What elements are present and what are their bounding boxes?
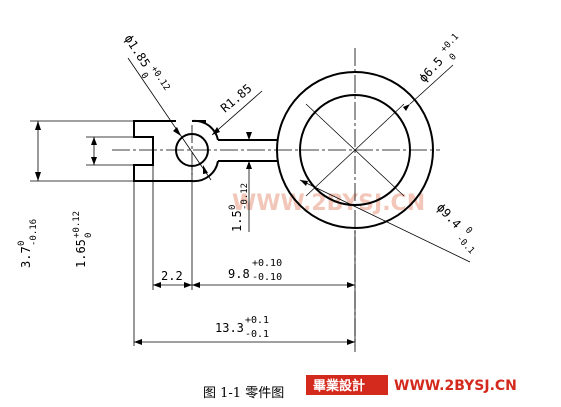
svg-text:-0.1: -0.1 <box>245 329 269 340</box>
svg-text:1.65: 1.65 <box>74 239 88 268</box>
svg-text:0: 0 <box>463 225 474 236</box>
svg-text:3.7: 3.7 <box>19 246 33 268</box>
svg-text:0: 0 <box>17 241 27 246</box>
dim-phi185: ϕ1.85 +0.12 0 <box>121 32 171 93</box>
svg-text:-0.12: -0.12 <box>240 183 250 210</box>
svg-text:0: 0 <box>84 233 94 238</box>
watermark-badge: 畢業設計 <box>306 375 388 395</box>
dim-3-7: 3.7 0 -0.16 <box>17 219 39 268</box>
svg-text:-0.1: -0.1 <box>454 234 476 257</box>
svg-text:-0.10: -0.10 <box>252 272 282 283</box>
svg-text:+0.10: +0.10 <box>252 258 282 269</box>
dim-13-3: 13.3 +0.1 -0.1 <box>215 315 269 340</box>
svg-text:+0.1: +0.1 <box>439 32 461 55</box>
svg-text:+0.12: +0.12 <box>148 64 171 92</box>
ring-diagonals <box>305 103 405 197</box>
dim-1-5: 1.5 0 -0.12 <box>228 183 250 232</box>
svg-text:13.3: 13.3 <box>215 321 244 335</box>
svg-text:ϕ1.85: ϕ1.85 <box>121 32 152 70</box>
svg-text:0: 0 <box>228 205 238 210</box>
dim-r185: R1.85 <box>218 81 255 115</box>
svg-text:+0.12: +0.12 <box>72 211 82 238</box>
dim-1-65: 1.65 +0.12 0 <box>72 211 94 268</box>
figure-caption: 图 1-1 零件图 <box>203 386 284 401</box>
dim-phi94: ϕ9.4 0 -0.1 <box>434 200 476 257</box>
svg-text:+0.1: +0.1 <box>245 315 269 326</box>
dim-phi65: ϕ6.5 +0.1 0 <box>416 32 461 85</box>
svg-text:0: 0 <box>138 71 149 81</box>
dim-9-8: 9.8 +0.10 -0.10 <box>228 258 282 283</box>
svg-text:0: 0 <box>448 52 459 63</box>
svg-text:1.5: 1.5 <box>230 210 244 232</box>
svg-text:R1.85: R1.85 <box>218 81 255 115</box>
svg-text:9.8: 9.8 <box>228 267 250 281</box>
svg-text:ϕ6.5: ϕ6.5 <box>416 54 446 85</box>
dim-2-2: 2.2 <box>161 269 183 283</box>
svg-text:ϕ9.4: ϕ9.4 <box>434 200 464 231</box>
svg-text:畢業設計: 畢業設計 <box>313 378 365 394</box>
watermark-url: WWW.2BYSJ.CN <box>394 378 517 394</box>
svg-text:-0.16: -0.16 <box>29 219 39 246</box>
arrowheads <box>35 104 410 345</box>
watermark-center: WWW.2BYSJ.CN <box>232 191 425 216</box>
